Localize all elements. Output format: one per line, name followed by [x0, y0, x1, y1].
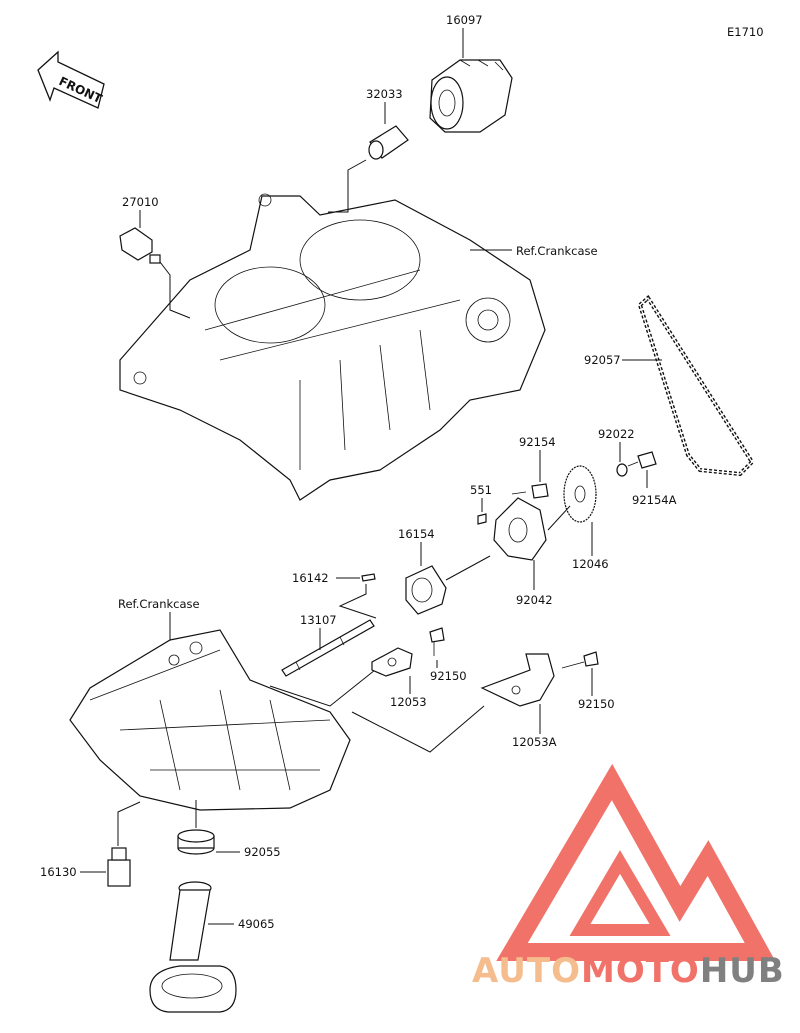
label-92057: 92057 — [584, 353, 621, 367]
oil-pump-shaft — [281, 619, 375, 677]
automotohub-logo: AUTOMOTOHUB — [472, 763, 785, 991]
chain-guide-12053 — [371, 647, 413, 677]
diagram-code: E1710 — [727, 25, 764, 39]
label-16097: 16097 — [446, 13, 483, 27]
front-arrow-icon: FRONT — [37, 50, 105, 109]
bolt-92150-left — [429, 627, 445, 656]
label-12046: 12046 — [572, 557, 609, 571]
label-92150-left: 92150 — [430, 669, 467, 683]
dowel-pin-551 — [477, 513, 487, 525]
chain-guide-12053A — [480, 653, 555, 707]
oil-pump-sprocket — [563, 465, 597, 523]
label-27010: 27010 — [122, 195, 159, 209]
label-92150-right: 92150 — [578, 697, 615, 711]
oil-pump-rotor — [405, 565, 447, 615]
fitting-16130 — [107, 847, 131, 887]
label-13107: 13107 — [300, 613, 337, 627]
bolt-92154 — [511, 483, 549, 499]
label-49065: 49065 — [238, 917, 275, 931]
logo-text-moto: MOTO — [581, 951, 700, 991]
label-92022: 92022 — [598, 427, 635, 441]
oil-pump-chain — [637, 294, 755, 477]
logo-text-hub: HUB — [700, 951, 785, 991]
bolt-92150-right — [561, 651, 599, 669]
logo-text-auto: AUTO — [472, 951, 581, 991]
ref-crankcase-upper-label: Ref.Crankcase — [516, 244, 598, 258]
label-551: 551 — [470, 483, 492, 497]
o-ring-92055 — [177, 829, 215, 855]
label-12053A: 12053A — [512, 735, 557, 749]
bolt-92154A — [627, 451, 657, 469]
lower-crankcase — [69, 629, 351, 811]
label-92042: 16142 — [292, 571, 329, 585]
label-16130: 16130 — [40, 865, 77, 879]
label-92154A: 92154A — [632, 493, 677, 507]
oil-filter-fitting — [368, 125, 409, 160]
oil-strainer-49065 — [149, 881, 237, 1013]
oil-filter — [429, 59, 513, 133]
label-16142: 92042 — [516, 593, 553, 607]
label-92154: 92154 — [519, 435, 556, 449]
oil-pressure-switch — [119, 227, 161, 264]
upper-crankcase — [119, 193, 546, 501]
washer-92022 — [616, 463, 628, 477]
ref-crankcase-lower-label: Ref.Crankcase — [118, 597, 200, 611]
label-92055: 92055 — [244, 845, 281, 859]
pin-92042 — [361, 573, 376, 582]
label-32033: 32033 — [366, 87, 403, 101]
oil-pump-cover — [493, 497, 547, 561]
svg-text:AUTOMOTOHUB: AUTOMOTOHUB — [472, 951, 785, 991]
label-16154: 16154 — [398, 527, 435, 541]
label-12053: 12053 — [390, 695, 427, 709]
